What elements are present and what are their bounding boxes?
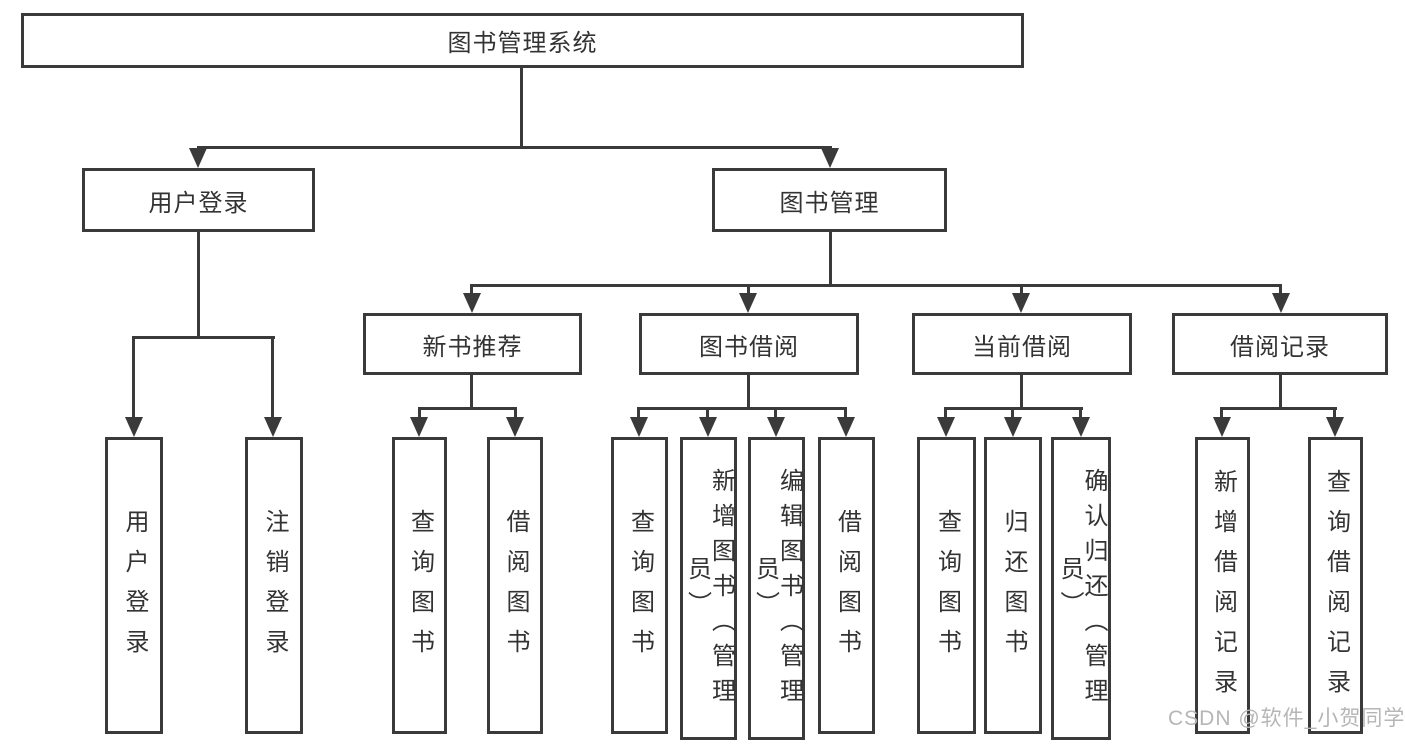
leaf-user-login: 用户登录 (105, 437, 163, 734)
arrow-down-icon (264, 417, 282, 437)
node-root: 图书管理系统 (21, 13, 1024, 68)
arrow-down-icon (463, 293, 481, 313)
connector-book-management-stem (829, 232, 832, 284)
leaf-confirm-return-admin: 确认归还（管理员） (1051, 437, 1111, 740)
connector-borrow-records-bar (1220, 407, 1337, 410)
connector-book-borrow-bar (637, 407, 847, 410)
arrow-down-icon (837, 417, 855, 437)
connector-book-borrow-stem (747, 375, 750, 409)
node-new-book-recommend: 新书推荐 (363, 313, 582, 375)
arrow-down-icon (630, 417, 648, 437)
connector-user-login-bar (132, 336, 275, 339)
connector-drop (1011, 407, 1014, 423)
arrow-down-icon (699, 417, 717, 437)
csdn-watermark: CSDN @软件_小贺同学 (1168, 707, 1405, 730)
connector-drop (1333, 407, 1336, 423)
leaf-edit-book-admin: 编辑图书（管理员） (748, 437, 805, 740)
node-borrow-records: 借阅记录 (1172, 313, 1388, 375)
connector-drop (418, 407, 421, 423)
connector-drop (706, 407, 709, 423)
arrow-down-icon (1326, 417, 1344, 437)
arrow-down-icon (1072, 417, 1090, 437)
connector-current-borrow-stem (1020, 375, 1023, 409)
connector-drop (1079, 407, 1082, 423)
leaf-add-borrow-record: 新增借阅记录 (1195, 437, 1250, 734)
connector-root-bar (197, 146, 832, 149)
leaf-query-books-borrow: 查询图书 (611, 437, 668, 734)
connector-user-login-stem (197, 232, 200, 336)
connector-drop (944, 407, 947, 423)
node-user-login: 用户登录 (82, 168, 315, 232)
arrow-down-icon (1004, 417, 1022, 437)
arrow-down-icon (189, 148, 207, 168)
connector-drop (1220, 407, 1223, 423)
connector-drop-current-borrow (1020, 284, 1023, 296)
arrow-down-icon (1012, 293, 1030, 313)
arrow-down-icon (410, 417, 428, 437)
node-current-borrow: 当前借阅 (912, 313, 1132, 375)
connector-drop (514, 407, 517, 423)
connector-root-stem (520, 68, 523, 146)
leaf-query-books-recommend: 查询图书 (392, 437, 447, 734)
arrow-down-icon (1213, 417, 1231, 437)
leaf-return-book: 归还图书 (984, 437, 1042, 734)
leaf-logout: 注销登录 (245, 437, 303, 734)
connector-drop (844, 407, 847, 423)
leaf-add-book-admin: 新增图书（管理员） (680, 437, 737, 740)
connector-new-book-bar (418, 407, 517, 410)
connector-book-management-bar (471, 284, 1282, 287)
leaf-query-books-current: 查询图书 (917, 437, 976, 734)
node-book-management: 图书管理 (712, 168, 947, 232)
connector-borrow-records-stem (1279, 375, 1282, 409)
arrow-down-icon (506, 417, 524, 437)
connector-drop-leaf-user-login (132, 336, 135, 420)
connector-drop (774, 407, 777, 423)
arrow-down-icon (767, 417, 785, 437)
node-book-borrow: 图书借阅 (639, 313, 859, 375)
leaf-borrow-books-recommend: 借阅图书 (487, 437, 543, 734)
arrow-down-icon (125, 417, 143, 437)
connector-drop-new-book (470, 284, 473, 296)
leaf-query-borrow-record: 查询借阅记录 (1308, 437, 1363, 734)
connector-drop-borrow-records (1279, 284, 1282, 296)
arrow-down-icon (1272, 293, 1290, 313)
connector-drop-leaf-logout (271, 336, 274, 420)
leaf-borrow-books-borrow: 借阅图书 (818, 437, 875, 734)
connector-new-book-stem (470, 375, 473, 409)
connector-drop (637, 407, 640, 423)
arrow-down-icon (937, 417, 955, 437)
connector-drop-book-borrow (747, 284, 750, 296)
arrow-down-icon (739, 293, 757, 313)
arrow-down-icon (821, 148, 839, 168)
